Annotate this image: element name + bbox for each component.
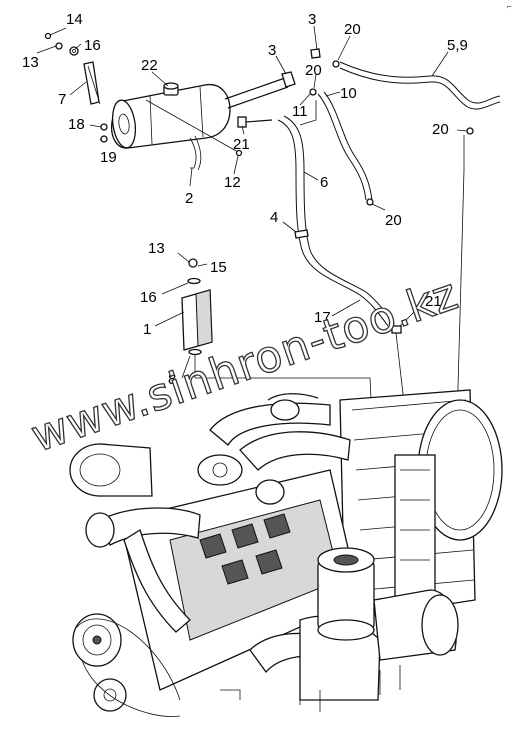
callout-2: 2	[185, 190, 193, 207]
callout-5-9: 5,9	[447, 37, 468, 54]
leader-lines	[36, 25, 468, 379]
callout-16: 16	[84, 37, 101, 54]
callout-12: 12	[224, 174, 241, 191]
callout-19: 19	[100, 149, 117, 166]
callout-8: 8	[168, 371, 176, 388]
callout-20: 20	[432, 121, 449, 138]
callout-20: 20	[305, 62, 322, 79]
mounting-bracket	[181, 258, 373, 421]
corner-mark: ⌐	[507, 2, 512, 11]
callout-3: 3	[308, 11, 316, 28]
callout-21: 21	[233, 136, 250, 153]
callout-7: 7	[58, 91, 66, 108]
callout-21: 21	[425, 293, 442, 310]
callout-11: 11	[292, 103, 308, 120]
callout-16: 16	[140, 289, 157, 306]
callout-17: 17	[314, 309, 331, 326]
callout-20: 20	[344, 21, 361, 38]
callout-18: 18	[68, 116, 85, 133]
callout-labels: 14 13 16 7 22 18 19 2 12 21 3 3 20 20 11…	[22, 11, 468, 388]
callout-14: 14	[66, 11, 83, 28]
callout-4: 4	[270, 209, 278, 226]
expansion-tank	[44, 32, 296, 171]
callout-6: 6	[320, 174, 328, 191]
callout-13: 13	[148, 240, 165, 257]
callout-13: 13	[22, 54, 39, 71]
callout-22: 22	[141, 57, 158, 74]
callout-20: 20	[385, 212, 402, 229]
callout-15: 15	[210, 259, 227, 276]
callout-3: 3	[268, 42, 276, 59]
callout-10: 10	[340, 85, 357, 102]
callout-1: 1	[143, 321, 151, 338]
coolant-hoses	[277, 48, 501, 461]
engine-assembly	[69, 389, 503, 717]
